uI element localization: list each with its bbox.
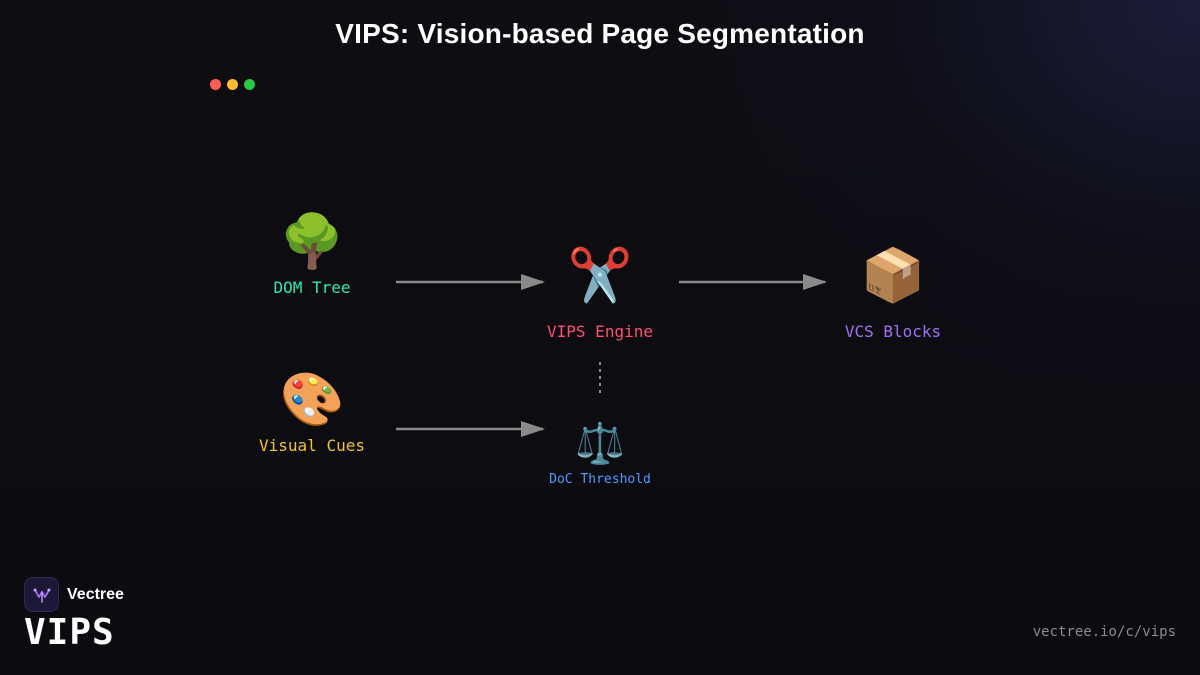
node-vcs-blocks[interactable]: 📦 VCS Blocks bbox=[813, 246, 973, 341]
brand[interactable]: Vectree bbox=[24, 577, 124, 612]
topic-wordmark: VIPS bbox=[24, 612, 115, 653]
brand-name: Vectree bbox=[67, 585, 124, 603]
node-label: DOM Tree bbox=[273, 278, 351, 297]
node-label: Visual Cues bbox=[259, 436, 365, 455]
close-dot-icon[interactable] bbox=[210, 79, 221, 90]
vectree-logo-icon bbox=[24, 577, 59, 612]
node-label: VCS Blocks bbox=[844, 322, 942, 341]
node-vips-engine[interactable]: ✂️ VIPS Engine bbox=[520, 246, 680, 341]
window-controls bbox=[210, 79, 255, 90]
maximize-dot-icon[interactable] bbox=[244, 79, 255, 90]
footer-url[interactable]: vectree.io/c/vips bbox=[1032, 624, 1176, 640]
node-label: DoC Threshold bbox=[549, 472, 651, 487]
scales-icon: ⚖️ bbox=[575, 421, 625, 467]
page-title: VIPS: Vision-based Page Segmentation bbox=[335, 18, 865, 49]
scissors-icon: ✂️ bbox=[567, 246, 633, 306]
node-dom-tree[interactable]: 🌳 DOM Tree bbox=[232, 212, 392, 297]
package-icon: 📦 bbox=[860, 246, 926, 306]
node-visual-cues[interactable]: 🎨 Visual Cues bbox=[232, 370, 392, 455]
minimize-dot-icon[interactable] bbox=[227, 79, 238, 90]
node-label: VIPS Engine bbox=[547, 322, 653, 341]
tree-icon: 🌳 bbox=[279, 212, 345, 272]
node-doc-threshold[interactable]: ⚖️ DoC Threshold bbox=[520, 420, 680, 487]
palette-icon: 🎨 bbox=[279, 370, 345, 430]
